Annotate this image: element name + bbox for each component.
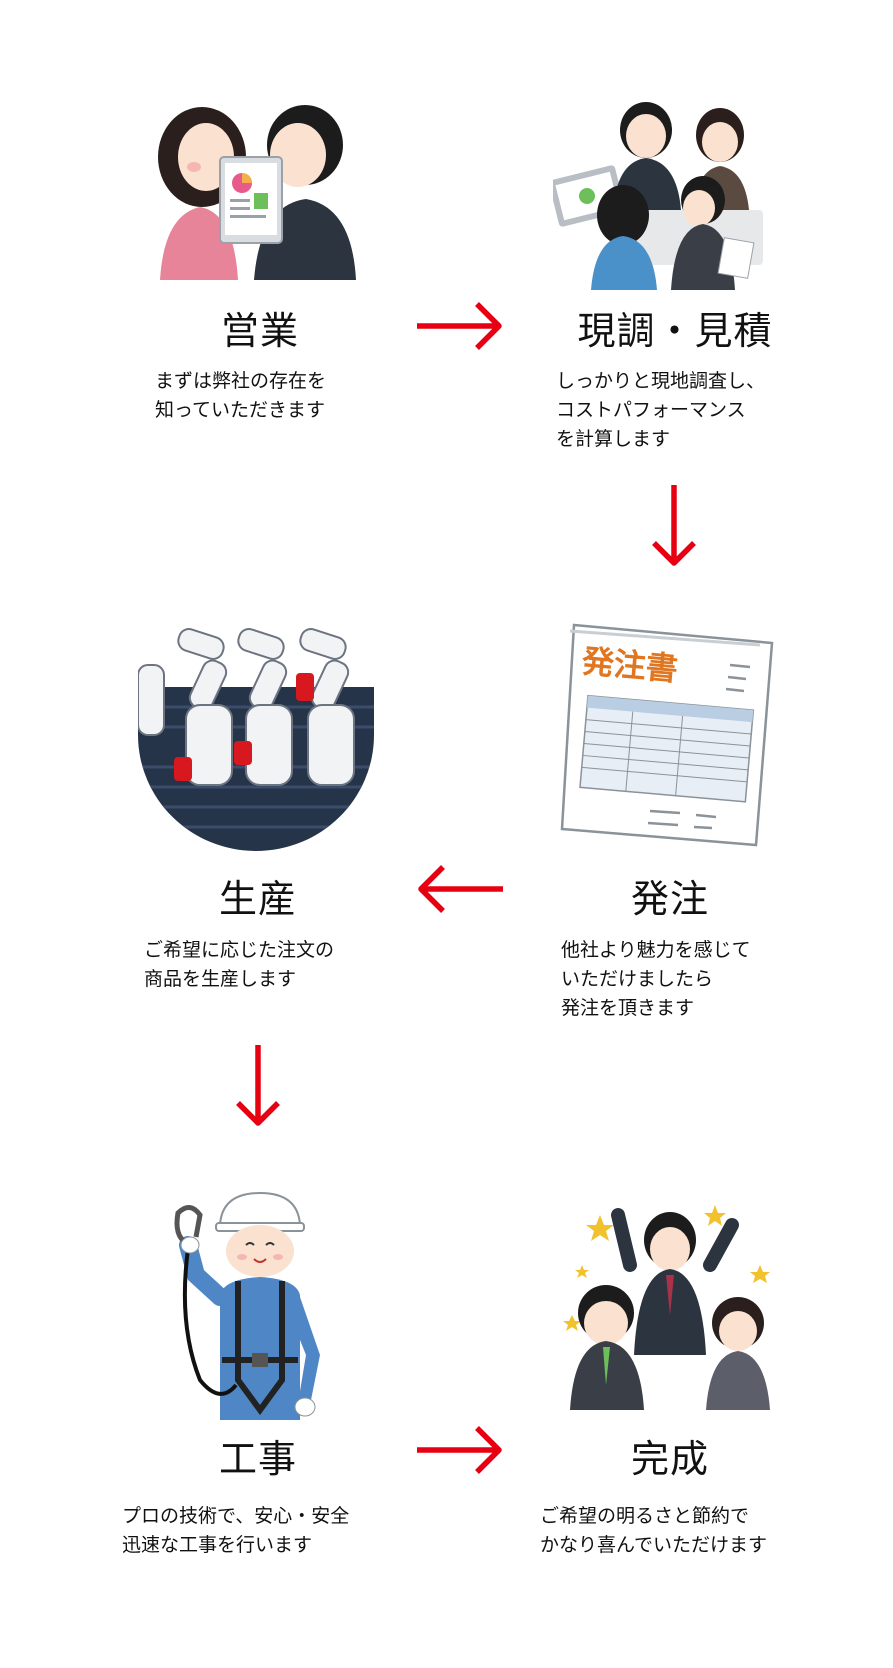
step-desc-survey: しっかりと現地調査し、 コストパフォーマンス を計算します bbox=[556, 370, 766, 450]
arrow-right-icon bbox=[417, 302, 502, 350]
document-title-text: 発注書 bbox=[579, 642, 679, 688]
step-desc-completion: ご希望の明るさと節約で かなり喜んでいただけます bbox=[540, 1505, 768, 1556]
celebrating-team-illustration bbox=[563, 1205, 770, 1410]
step-title-order: 発注 bbox=[630, 877, 709, 921]
arrow-down-icon bbox=[236, 1045, 280, 1126]
arrow-right-icon bbox=[417, 1426, 502, 1474]
step-title-production: 生産 bbox=[218, 877, 297, 921]
purchase-order-document-illustration: 発注書 bbox=[560, 623, 774, 847]
robot-arm-factory-illustration bbox=[138, 625, 374, 851]
step-title-construction: 工事 bbox=[218, 1437, 297, 1481]
construction-worker-illustration bbox=[174, 1191, 320, 1420]
team-meeting-illustration bbox=[553, 102, 763, 290]
step-desc-order: 他社より魅力を感じて いただけましたら 発注を頂きます bbox=[561, 939, 751, 1019]
arrow-left-icon bbox=[418, 865, 503, 913]
step-desc-production: ご希望に応じた注文の 商品を生産します bbox=[144, 939, 335, 990]
arrow-down-icon bbox=[652, 485, 696, 566]
step-title-sales: 営業 bbox=[220, 309, 299, 353]
step-title-survey: 現調・見積 bbox=[577, 309, 773, 353]
step-title-completion: 完成 bbox=[630, 1437, 709, 1481]
step-desc-sales: まずは弊社の存在を 知っていただきます bbox=[155, 370, 327, 421]
step-desc-construction: プロの技術で、安心・安全 迅速な工事を行います bbox=[122, 1505, 350, 1556]
business-meeting-illustration bbox=[158, 105, 356, 280]
